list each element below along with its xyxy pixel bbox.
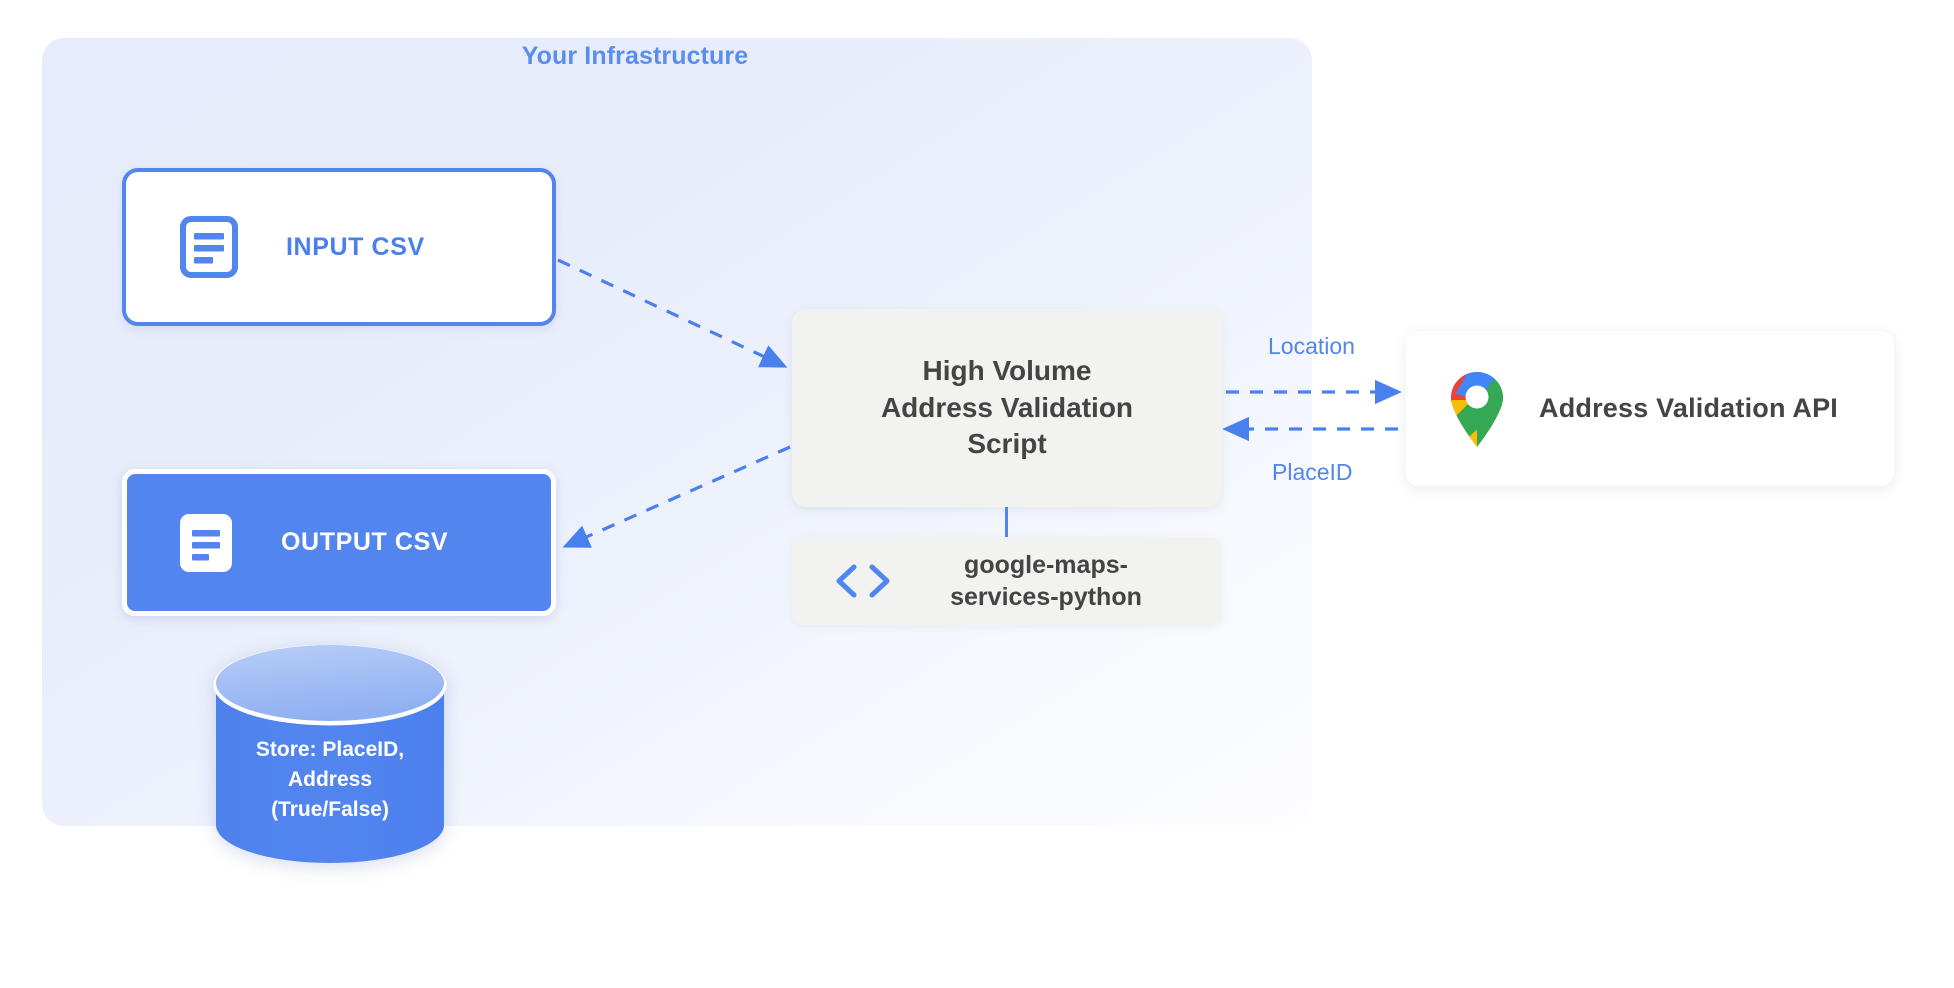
code-brackets-icon (836, 564, 890, 598)
script-library-connector (1005, 507, 1008, 537)
node-validation-script[interactable]: High Volume Address Validation Script (792, 309, 1222, 507)
library-line-2: services-python (950, 583, 1142, 611)
document-icon (180, 513, 232, 572)
infrastructure-panel-title: Your Infrastructure (521, 42, 749, 70)
node-library-google-maps-services-python[interactable]: google-maps- services-python (792, 537, 1222, 625)
node-output-csv[interactable]: OUTPUT CSV (122, 469, 556, 616)
script-line-3: Script (967, 428, 1047, 460)
node-input-csv[interactable]: INPUT CSV (122, 168, 556, 326)
input-csv-label: INPUT CSV (286, 232, 425, 261)
google-maps-pin-icon (1451, 371, 1503, 447)
api-label: Address Validation API (1539, 393, 1838, 423)
edge-label-placeid: PlaceID (1272, 459, 1353, 485)
output-csv-label: OUTPUT CSV (281, 528, 449, 556)
node-address-validation-api[interactable]: Address Validation API (1406, 331, 1894, 486)
node-database-store[interactable] (210, 645, 450, 863)
document-icon (180, 216, 238, 278)
script-text-block: High Volume Address Validation Script (881, 353, 1133, 464)
script-line-1: High Volume (922, 354, 1092, 386)
library-text-block: google-maps- services-python (894, 549, 1198, 613)
script-line-2: Address Validation (880, 391, 1134, 423)
library-line-1: google-maps- (964, 551, 1128, 579)
edge-label-location: Location (1268, 333, 1355, 359)
